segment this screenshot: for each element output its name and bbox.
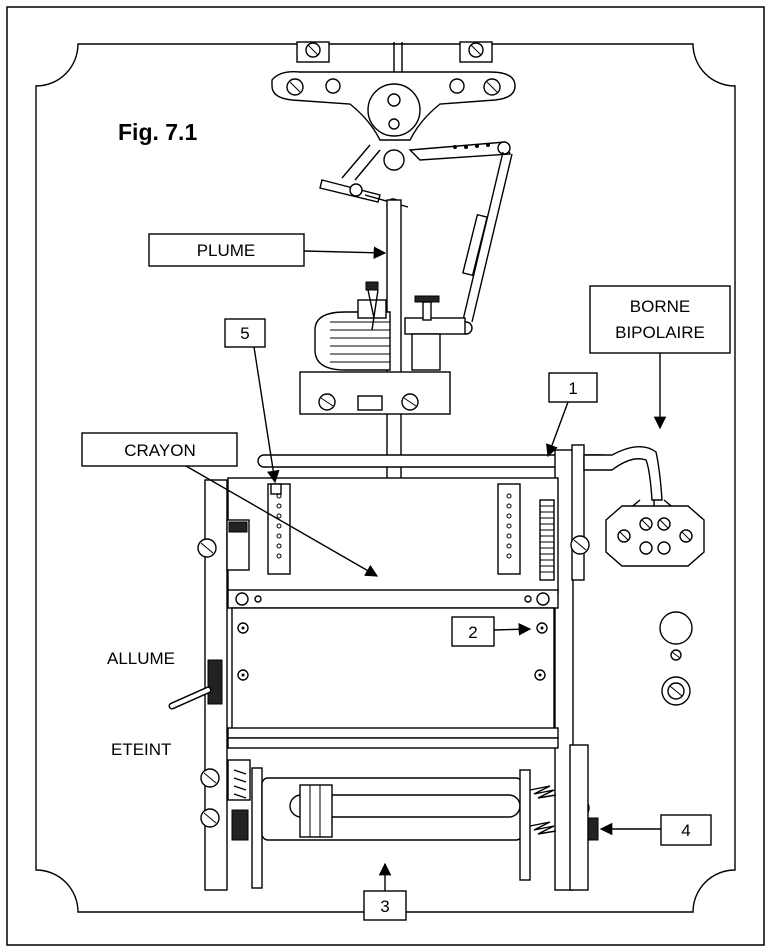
borne-bipolaire-label-box [589, 285, 731, 354]
callout-1-arrow [546, 401, 569, 458]
recorder-chassis [197, 444, 609, 891]
plume-label: PLUME [197, 241, 256, 260]
outer-frame [6, 6, 765, 946]
borne-label: BORNE [630, 297, 690, 316]
callout-4-label: 4 [681, 821, 690, 840]
plume-label-box [148, 233, 305, 267]
right-panel-knobs [659, 611, 693, 706]
callout-3-box [363, 890, 407, 921]
power-switch[interactable] [168, 659, 223, 710]
plume-arrow [303, 246, 387, 260]
crayon-label-box [81, 432, 238, 467]
eteint-label: ETEINT [111, 740, 171, 759]
crayon-label: CRAYON [124, 441, 195, 460]
callout-1-box [548, 372, 598, 403]
callout-1-label: 1 [568, 379, 577, 398]
callout-2-arrow [493, 623, 532, 636]
callout-5-label: 5 [240, 324, 249, 343]
callout-2-label: 2 [468, 623, 477, 642]
allume-label: ALLUME [107, 649, 175, 668]
crayon-arrow [185, 465, 379, 577]
callout-5-arrow [253, 346, 280, 484]
callout-3-label: 3 [380, 897, 389, 916]
pen-arm-bracket [271, 41, 516, 335]
callout-5-box [224, 318, 266, 348]
panel-outline [35, 43, 736, 913]
bipolaire-label: BIPOLAIRE [615, 323, 705, 342]
callout-2-box [451, 616, 495, 647]
bipolar-terminal [583, 446, 705, 567]
figure-title: Fig. 7.1 [118, 119, 197, 145]
callout-4-box [660, 814, 712, 846]
galvanometer-block [299, 281, 466, 415]
